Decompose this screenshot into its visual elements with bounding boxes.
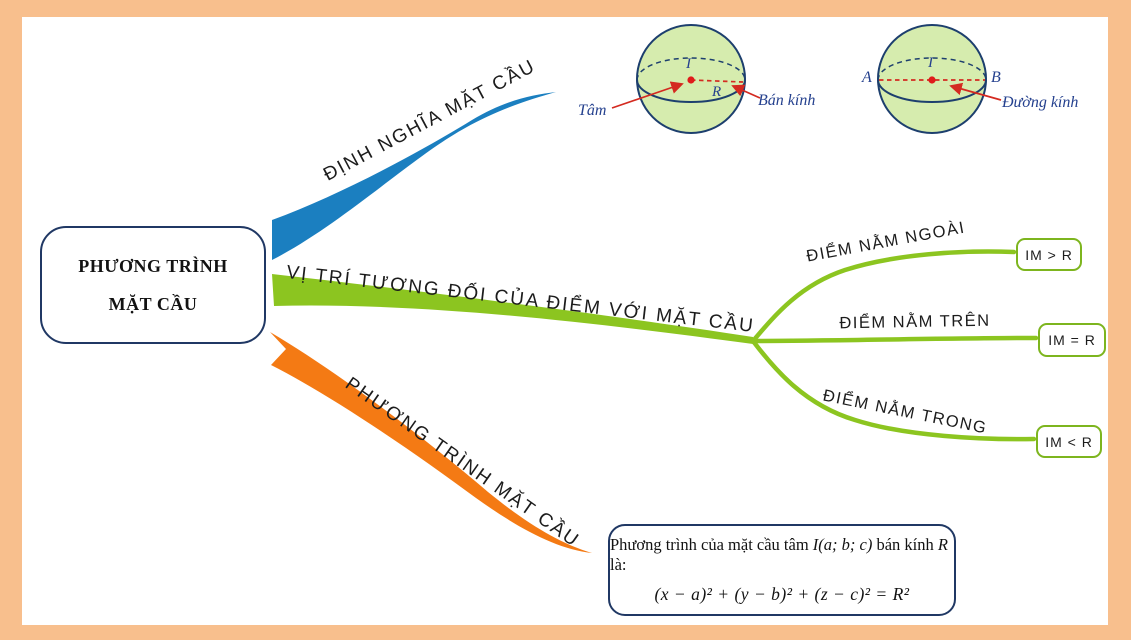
sphere1-center-dot [687,76,695,84]
radius-callout-arrow [731,84,761,99]
branch-position-curve [272,274,753,344]
sphere2-equator-front [877,79,987,103]
root-node-line2: MẶT CẦU [108,293,198,314]
sphere1-center-label: I [686,56,691,72]
sphere1-equator-back [636,57,746,81]
root-node[interactable]: PHƯƠNG TRÌNH MẶT CẦU [40,226,266,344]
subbranch-label-on[interactable]: ĐIỂM NẰM TRÊN [839,311,991,333]
sphere-equation: (x − a)² + (y − b)² + (z − c)² = R² [654,584,910,604]
formula-intro-text-2: bán kính [872,535,938,554]
sphere1-radius-line [690,79,744,83]
sphere1-radius-label: R [712,84,722,100]
result-box-inside[interactable]: IM < R [1036,425,1102,458]
sphere2-point-b-label: B [991,69,1001,86]
branch-equation-curve [270,332,592,553]
sphere1-tam-callout: Tâm [578,102,607,119]
result-box-outside[interactable]: IM > R [1016,238,1082,271]
formula-box: Phương trình của mặt cầu tâm I(a; b; c) … [608,524,956,616]
sphere2-point-a-label: A [862,69,872,86]
center-callout-arrow [611,81,684,109]
result-box-on[interactable]: IM = R [1038,323,1106,357]
sphere-radius-figure [611,24,761,134]
diameter-callout-arrow [949,82,1002,101]
sphere2-duongkinh-callout: Đường kính [1002,94,1079,111]
formula-intro: Phương trình của mặt cầu tâm I(a; b; c) … [610,535,954,575]
sphere1-bankinh-callout: Bán kính [758,92,816,109]
sphere2-center-label: I [928,55,933,71]
sphere2-equator-back [877,57,987,81]
root-node-line1: PHƯƠNG TRÌNH [78,255,228,276]
sphere2-center-dot [928,76,936,84]
subbranch-inside-curve [750,338,1037,442]
sphere-diameter-figure [877,24,1002,134]
branch-definition-curve [272,92,556,260]
formula-center-var: I(a; b; c) [812,535,873,554]
formula-intro-text-1: Phương trình của mặt cầu tâm [610,535,813,554]
formula-intro-text-3: là: [610,555,627,574]
subbranch-outside-curve [750,249,1017,344]
formula-radius-var: R [937,535,948,554]
subbranch-on-curve [750,335,1039,344]
